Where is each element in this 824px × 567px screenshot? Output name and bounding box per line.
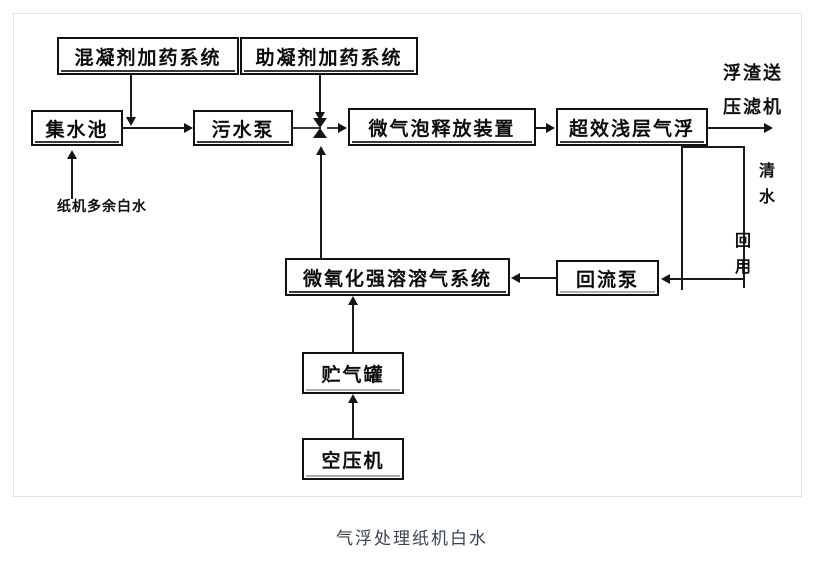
connector-clear-water-reuse-riser: [743, 146, 745, 288]
arrowhead-flocculant-to-valve: [315, 112, 325, 121]
arrowhead-reuse-to-reflux-pump: [661, 274, 670, 284]
arrowhead-compressor-to-gas-tank: [348, 394, 358, 403]
box-shallow-air-flotation[interactable]: 超效浅层气浮: [556, 108, 708, 146]
box-flocculant-aid-dosing[interactable]: 助凝剂加药系统: [240, 37, 418, 75]
arrowhead-white-water-inflow: [67, 150, 77, 159]
connector-reuse-to-reflux-pump: [670, 278, 745, 280]
label-excess-white-water: 纸机多余白水: [57, 199, 147, 215]
arrowhead-reflux-pump-to-dissolved-air: [511, 273, 520, 283]
connector-coagulant-to-mainline: [130, 75, 132, 119]
figure-frame: [13, 13, 802, 497]
connector-compressor-to-gas-tank: [352, 402, 354, 438]
connector-dissolved-air-to-microbubble: [320, 155, 322, 258]
connector-valve-to-microbubble: [327, 127, 340, 129]
valve-upper-triangle: [313, 118, 327, 128]
box-flocculant-aid-dosing-label: 助凝剂加药系统: [255, 46, 403, 69]
box-reflux-pump-label: 回流泵: [575, 268, 639, 291]
valve-lower-triangle: [313, 128, 327, 138]
connector-gas-tank-to-dissolved-air: [352, 304, 354, 352]
box-gas-storage-tank[interactable]: 贮气罐: [302, 352, 404, 394]
connector-collection-to-sewage-pump: [123, 127, 186, 129]
box-micro-oxidation-dissolved-air[interactable]: 微氧化强溶溶气系统: [285, 258, 510, 296]
arrowhead-valve-to-microbubble: [338, 123, 347, 133]
box-coagulant-dosing[interactable]: 混凝剂加药系统: [57, 37, 239, 75]
connector-white-water-inflow: [71, 158, 73, 199]
box-microbubble-release[interactable]: 微气泡释放装置: [348, 108, 536, 146]
box-microbubble-release-label: 微气泡释放装置: [368, 117, 516, 140]
arrowhead-gas-tank-to-dissolved-air: [348, 296, 358, 305]
connector-flocculant-to-valve: [319, 75, 321, 121]
label-scum-to-filter-press-line2: 压滤机: [723, 97, 783, 118]
connector-flotation-outlet-top-to-reuse: [681, 146, 745, 148]
box-sewage-pump[interactable]: 污水泵: [193, 110, 293, 146]
arrowhead-flotation-to-filter-press: [764, 123, 773, 133]
arrowhead-collection-to-sewage-pump: [184, 123, 193, 133]
connector-reflux-pump-to-dissolved-air: [519, 277, 556, 279]
box-micro-oxidation-dissolved-air-label: 微氧化强溶溶气系统: [302, 267, 492, 290]
arrowhead-dissolved-air-to-microbubble: [316, 146, 326, 155]
box-collection-tank[interactable]: 集水池: [31, 110, 123, 146]
figure-caption: 气浮处理纸机白水: [336, 529, 488, 548]
label-clear-water-reuse-part2: 回用: [732, 232, 751, 284]
box-collection-tank-label: 集水池: [45, 118, 109, 141]
arrowhead-microbubble-to-flotation: [546, 123, 555, 133]
box-shallow-air-flotation-label: 超效浅层气浮: [568, 117, 695, 140]
box-gas-storage-tank-label: 贮气罐: [321, 363, 385, 386]
valve-symbol: [313, 118, 327, 138]
box-coagulant-dosing-label: 混凝剂加药系统: [74, 46, 222, 69]
connector-flotation-outlet-down: [681, 146, 683, 290]
label-clear-water-reuse-part1: 清水: [756, 162, 775, 214]
label-scum-to-filter-press-line1: 浮渣送: [723, 63, 783, 84]
connector-sewage-pump-to-valve: [293, 127, 321, 129]
arrowhead-coagulant-to-mainline: [126, 117, 136, 126]
box-air-compressor[interactable]: 空压机: [302, 438, 404, 480]
box-reflux-pump[interactable]: 回流泵: [556, 260, 659, 296]
connector-flotation-to-filter-press: [708, 127, 766, 129]
box-sewage-pump-label: 污水泵: [211, 118, 275, 141]
connector-microbubble-to-flotation: [536, 127, 548, 129]
box-air-compressor-label: 空压机: [321, 449, 385, 472]
